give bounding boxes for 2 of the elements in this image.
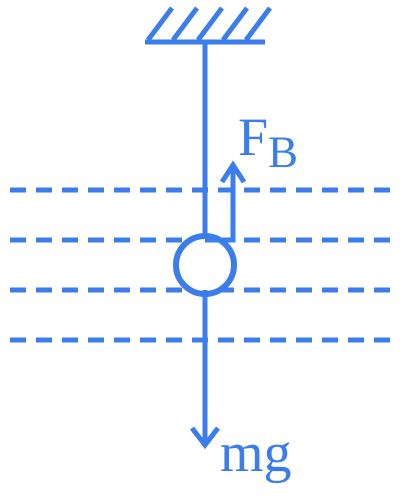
force-label: F$_{B}$ bbox=[238, 110, 298, 175]
force-label: mg bbox=[220, 425, 292, 481]
